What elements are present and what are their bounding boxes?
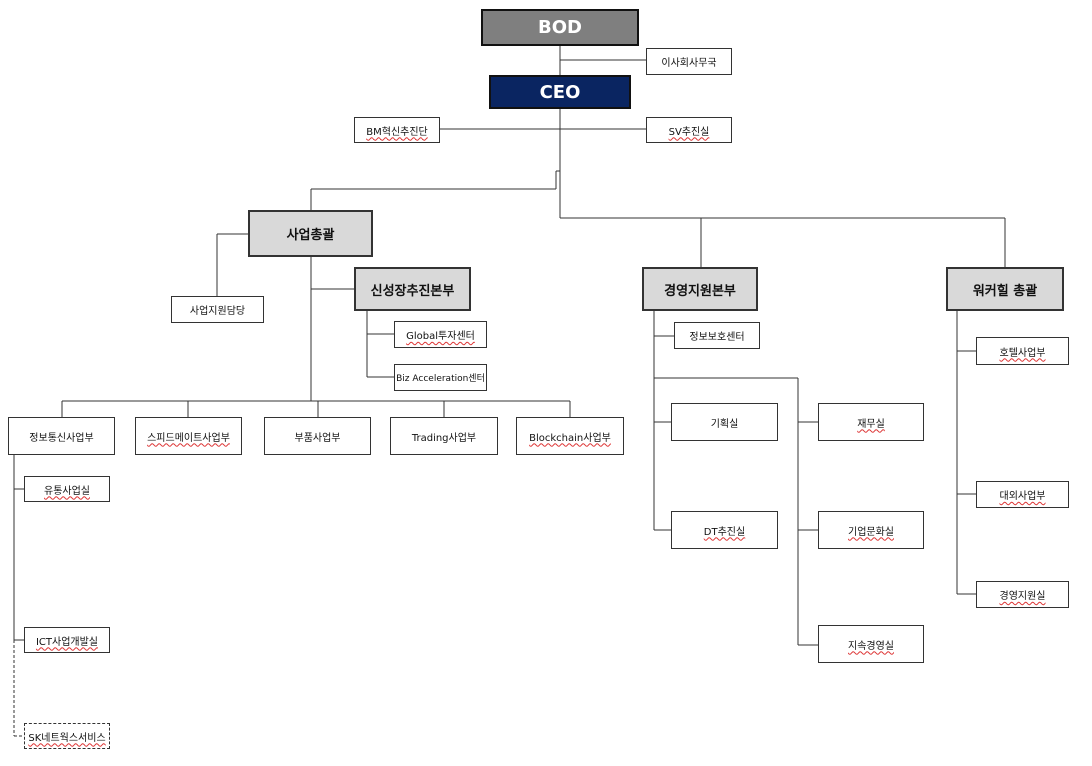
wh-mgmt-support-label: 경영지원실 <box>999 591 1046 602</box>
info-protection-box: 정보보호센터 <box>674 322 760 349</box>
business-head-box: 사업총괄 <box>248 210 373 257</box>
mgmt-support-hq-box: 경영지원본부 <box>642 267 758 311</box>
wh-mgmt-support-box: 경영지원실 <box>976 581 1069 608</box>
bm-innovation-label: BM혁신추진단 <box>366 126 428 138</box>
walkerhill-head-box: 워커힐 총괄 <box>946 267 1064 311</box>
bod-box: BOD <box>481 9 639 46</box>
ict-dev-label: ICT사업개발실 <box>35 636 99 648</box>
sustainability-label: 지속경영실 <box>848 640 894 652</box>
speedmate-label: 스피드메이트사업부 <box>147 432 230 444</box>
blockchain-label: Blockchain사업부 <box>529 432 611 444</box>
dt-office-label: DT추진실 <box>703 526 746 538</box>
board-secretariat-box: 이사회사무국 <box>646 48 732 75</box>
parts-label: 부품사업부 <box>294 432 341 444</box>
sk-network-service-label: SK네트웍스서비스 <box>28 732 106 744</box>
walkerhill-head-label: 워커힐 총괄 <box>972 283 1038 299</box>
mgmt-support-hq-label: 경영지원본부 <box>664 283 736 299</box>
board-secretariat-label: 이사회사무국 <box>661 58 717 69</box>
hotel-label: 호텔사업부 <box>999 347 1046 359</box>
dt-office-box: DT추진실 <box>671 511 778 549</box>
global-invest-label: Global투자센터 <box>406 331 475 342</box>
info-protection-label: 정보보호센터 <box>689 332 745 343</box>
business-head-label: 사업총괄 <box>286 228 335 243</box>
external-label: 대외사업부 <box>999 491 1046 502</box>
bod-label: BOD <box>538 17 582 38</box>
ceo-label: CEO <box>539 81 581 103</box>
ceo-box: CEO <box>489 75 631 109</box>
sv-office-label: SV추진실 <box>668 126 710 138</box>
parts-box: 부품사업부 <box>264 417 371 455</box>
business-support-label: 사업지원담당 <box>189 306 246 317</box>
new-growth-label: 신성장추진본부 <box>370 283 455 299</box>
planning-box: 기획실 <box>671 403 778 441</box>
telecom-label: 정보통신사업부 <box>29 432 94 444</box>
global-invest-box: Global투자센터 <box>394 321 487 348</box>
biz-accel-label: Biz Acceleration센터 <box>396 374 485 384</box>
speedmate-box: 스피드메이트사업부 <box>135 417 242 455</box>
business-support-box: 사업지원담당 <box>171 296 264 323</box>
finance-label: 재무실 <box>857 418 885 430</box>
corp-culture-box: 기업문화실 <box>818 511 924 549</box>
external-box: 대외사업부 <box>976 481 1069 508</box>
distribution-label: 유통사업실 <box>44 485 90 497</box>
ict-dev-box: ICT사업개발실 <box>24 627 110 653</box>
trading-label: Trading사업부 <box>411 432 477 444</box>
sk-network-service-box: SK네트웍스서비스 <box>24 723 110 749</box>
telecom-box: 정보통신사업부 <box>8 417 115 455</box>
distribution-box: 유통사업실 <box>24 476 110 502</box>
sustainability-box: 지속경영실 <box>818 625 924 663</box>
planning-label: 기획실 <box>710 418 739 430</box>
hotel-box: 호텔사업부 <box>976 337 1069 365</box>
blockchain-box: Blockchain사업부 <box>516 417 624 455</box>
new-growth-box: 신성장추진본부 <box>354 267 471 311</box>
trading-box: Trading사업부 <box>390 417 498 455</box>
bm-innovation-box: BM혁신추진단 <box>354 117 440 143</box>
biz-accel-box: Biz Acceleration센터 <box>394 364 487 391</box>
corp-culture-label: 기업문화실 <box>848 526 894 538</box>
sv-office-box: SV추진실 <box>646 117 732 143</box>
finance-box: 재무실 <box>818 403 924 441</box>
